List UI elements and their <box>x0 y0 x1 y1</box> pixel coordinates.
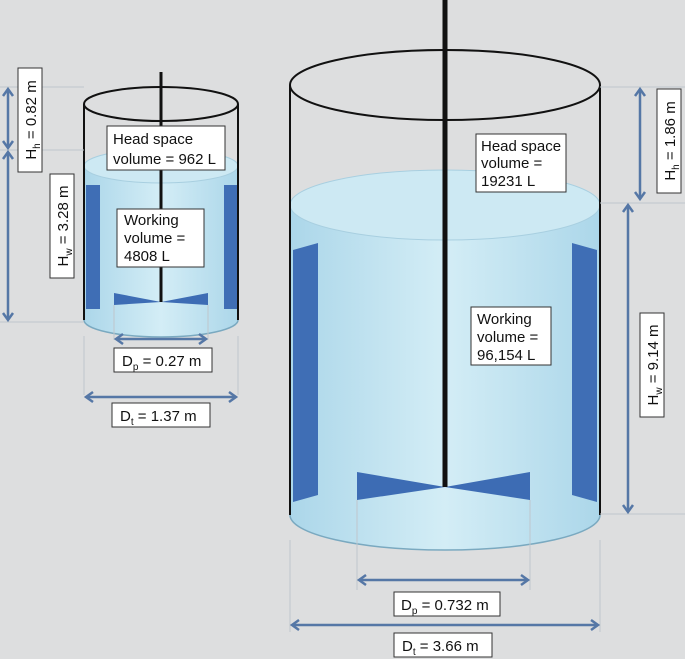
small-dp-dimension <box>113 332 209 346</box>
large-working-volume-label: Working volume = 96,154 L <box>470 306 552 366</box>
small-hh-sub: h <box>32 143 43 149</box>
svg-text:Hw = 3.28 m: Hw = 3.28 m <box>55 185 75 266</box>
small-tank-baffle-left <box>86 185 100 309</box>
small-working-line2: volume = <box>124 230 186 247</box>
small-hw-val: = 3.28 m <box>55 185 72 248</box>
small-dt-sym: D <box>120 408 131 425</box>
large-hh-sub: h <box>671 164 682 170</box>
small-hh-dimension <box>1 86 15 151</box>
small-dt-dimension <box>83 390 239 404</box>
large-dp-val: = 0.732 m <box>417 597 488 614</box>
small-hw-dimension <box>1 149 15 323</box>
large-hw-sub: w <box>654 387 665 396</box>
svg-text:Hw = 9.14 m: Hw = 9.14 m <box>645 324 665 405</box>
large-working-line3: 96,154 L <box>477 347 535 364</box>
svg-text:Dt = 1.37 m: Dt = 1.37 m <box>120 408 197 428</box>
large-hw-val: = 9.14 m <box>645 324 662 387</box>
large-dt-val: = 3.66 m <box>416 638 479 655</box>
svg-text:Hh = 1.86 m: Hh = 1.86 m <box>662 101 682 180</box>
small-working-line1: Working <box>124 212 179 229</box>
svg-text:Hh = 0.82 m: Hh = 0.82 m <box>23 80 43 159</box>
small-head-space-label: Head space volume = 962 L <box>106 125 226 171</box>
large-working-line2: volume = <box>477 329 539 346</box>
large-dt-label: Dt = 3.66 m <box>393 632 493 658</box>
large-hh-label: Hh = 1.86 m <box>656 88 682 194</box>
large-hw-label: Hw = 9.14 m <box>639 312 665 418</box>
small-hh-label: Hh = 0.82 m <box>17 67 43 173</box>
small-hh-sym: H <box>23 149 40 160</box>
large-dt-sub: t <box>413 647 416 658</box>
small-hw-label: Hw = 3.28 m <box>49 173 75 279</box>
small-tank: Head space volume = 962 L Working volume… <box>0 67 239 428</box>
small-working-volume-label: Working volume = 4808 L <box>116 208 205 268</box>
svg-text:Dp = 0.27 m: Dp = 0.27 m <box>122 353 201 373</box>
small-dt-label: Dt = 1.37 m <box>111 402 211 428</box>
small-head-space-line2: volume = 962 L <box>113 151 216 168</box>
small-dp-val: = 0.27 m <box>138 353 201 370</box>
large-tank-baffle-left <box>293 243 318 502</box>
large-hh-sym: H <box>662 170 679 181</box>
svg-text:Dt = 3.66 m: Dt = 3.66 m <box>402 638 479 658</box>
small-hw-sym: H <box>55 256 72 267</box>
small-dt-sub: t <box>131 417 134 428</box>
small-dp-sym: D <box>122 353 133 370</box>
small-dt-val: = 1.37 m <box>134 408 197 425</box>
small-working-line3: 4808 L <box>124 248 170 265</box>
large-hh-val: = 1.86 m <box>662 101 679 164</box>
small-dp-sub: p <box>133 362 139 373</box>
small-tank-impeller <box>114 293 208 305</box>
small-head-space-line1: Head space <box>113 131 193 148</box>
small-hw-sub: w <box>64 248 75 257</box>
large-tank-impeller <box>357 472 530 500</box>
large-head-space-line2: volume = <box>481 155 543 172</box>
large-hh-dimension <box>633 86 647 202</box>
large-tank-baffle-right <box>572 243 597 502</box>
large-head-space-line3: 19231 L <box>481 173 535 190</box>
small-tank-bottom <box>83 319 239 338</box>
small-hh-val: = 0.82 m <box>23 80 40 143</box>
large-dt-dimension <box>289 618 601 632</box>
large-head-space-label: Head space volume = 19231 L <box>475 133 567 193</box>
large-working-line1: Working <box>477 311 532 328</box>
large-tank: Head space volume = 19231 L Working volu… <box>289 0 685 658</box>
large-dp-sym: D <box>401 597 412 614</box>
large-dp-dimension <box>356 573 531 587</box>
large-hw-dimension <box>621 202 635 515</box>
large-head-space-line1: Head space <box>481 138 561 155</box>
large-hw-sym: H <box>645 395 662 406</box>
large-dp-sub: p <box>412 606 418 617</box>
svg-text:Dp = 0.732 m: Dp = 0.732 m <box>401 597 489 617</box>
large-tank-bottom <box>289 514 601 551</box>
small-dp-label: Dp = 0.27 m <box>113 347 213 373</box>
large-dt-sym: D <box>402 638 413 655</box>
small-tank-baffle-right <box>224 185 238 309</box>
large-dp-label: Dp = 0.732 m <box>393 591 501 617</box>
